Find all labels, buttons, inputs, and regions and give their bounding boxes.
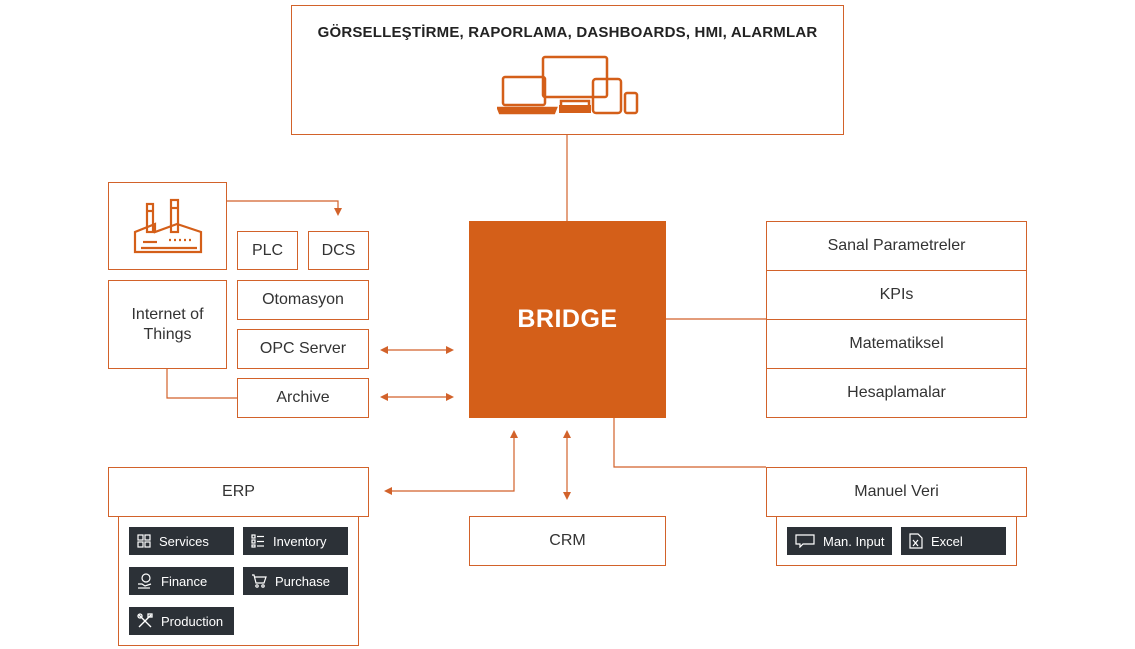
chip-man-input: Man. Input [787,527,892,555]
plc-label: PLC [251,241,284,259]
right-item-kpis: KPIs [766,270,1027,320]
chip-finance: Finance [129,567,234,595]
arrow-bridge-erp [384,430,518,495]
services-icon [137,534,151,548]
right-item-label: Matematiksel [849,335,944,352]
right-item-hesaplamalar: Hesaplamalar [766,368,1027,418]
inventory-icon [251,534,264,548]
archive-box: Archive [237,378,369,418]
right-item-matematiksel: Matematiksel [766,319,1027,369]
factory-box [108,182,227,270]
chip-label: Inventory [273,533,327,549]
visualization-title: GÖRSELLEŞTİRME, RAPORLAMA, DASHBOARDS, H… [317,24,818,41]
chip-label: Man. Input [823,533,885,549]
crm-label: CRM [549,532,586,549]
right-item-sanal-parametreler: Sanal Parametreler [766,221,1027,271]
dcs-box: DCS [308,231,369,270]
factory-icon [133,198,202,254]
cart-icon [252,574,267,588]
bridge-box: BRIDGE [469,221,666,418]
manual-data-box: Manuel Veri [766,467,1027,517]
chip-purchase: Purchase [243,567,348,595]
line-bridge-manual [613,418,766,468]
archive-label: Archive [276,389,330,406]
plc-box: PLC [237,231,298,270]
devices-icon [495,55,639,122]
erp-box: ERP [108,467,369,517]
right-item-label: KPIs [879,286,914,303]
iot-label-line2: Things [143,325,192,343]
visualization-box: GÖRSELLEŞTİRME, RAPORLAMA, DASHBOARDS, H… [291,5,844,135]
crm-box: CRM [469,516,666,566]
chip-label: Services [159,533,209,549]
iot-box: Internet of Things [108,280,227,369]
opc-server-box: OPC Server [237,329,369,369]
chip-services: Services [129,527,234,555]
erp-label: ERP [222,483,255,500]
comment-icon [795,534,815,548]
chip-excel: Excel [901,527,1006,555]
opc-server-label: OPC Server [259,340,347,357]
dcs-label: DCS [321,241,356,259]
otomasyon-label: Otomasyon [262,291,344,308]
right-item-label: Sanal Parametreler [827,237,966,254]
iot-label-line1: Internet of [131,305,204,323]
chip-label: Purchase [275,573,330,589]
bridge-label: BRIDGE [517,305,618,333]
chip-label: Production [161,613,224,629]
chip-label: Finance [161,573,208,589]
tools-icon [137,613,153,628]
otomasyon-box: Otomasyon [237,280,369,320]
chip-production: Production [129,607,234,635]
finance-icon [138,573,152,589]
chip-inventory: Inventory [243,527,348,555]
chip-label: Excel [931,533,963,549]
arrow-factory-dcs [227,200,342,216]
line-iot-archive [166,368,237,399]
excel-icon [909,533,923,549]
right-item-label: Hesaplamalar [847,384,946,401]
manual-data-label: Manuel Veri [854,483,939,500]
